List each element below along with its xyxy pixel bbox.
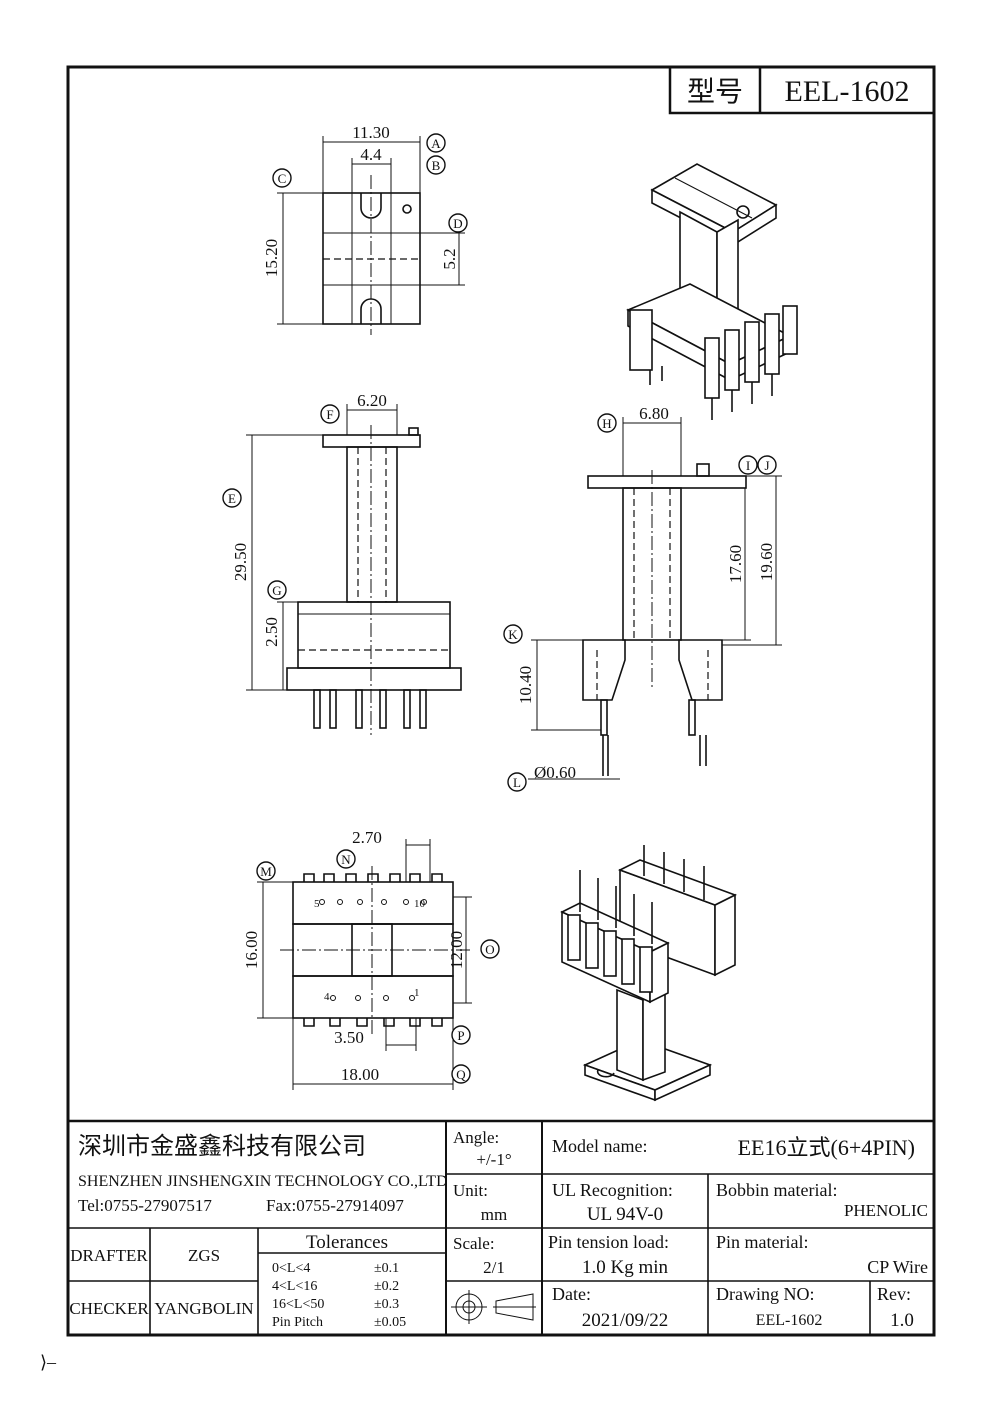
dim-bottom-width: 18.00 xyxy=(341,1065,379,1084)
pin-label-5: 5 xyxy=(314,898,320,910)
tolerance-value-3: ±0.3 xyxy=(374,1297,399,1312)
rev-value: 1.0 xyxy=(890,1310,914,1331)
tolerances-title: Tolerances xyxy=(306,1232,388,1253)
dim-bottom-pitch: 2.70 xyxy=(352,828,382,847)
callout-a: A xyxy=(431,136,441,151)
callout-i: I xyxy=(746,458,750,473)
callout-o: O xyxy=(485,942,494,957)
projection-symbol-icon xyxy=(451,1290,536,1324)
scale-value: 2/1 xyxy=(483,1258,505,1277)
tolerance-range-1: 0<L<4 xyxy=(272,1261,310,1276)
pin-material-value: CP Wire xyxy=(867,1257,928,1277)
callout-k: K xyxy=(508,627,518,642)
dim-top-height: 15.20 xyxy=(262,239,281,277)
ul-value: UL 94V-0 xyxy=(587,1204,663,1225)
tolerance-range-2: 4<L<16 xyxy=(272,1279,317,1294)
callout-f: F xyxy=(326,407,333,422)
dim-bottom-window: 12.00 xyxy=(447,931,466,969)
dim-bottom-height: 16.00 xyxy=(242,931,261,969)
callout-e: E xyxy=(228,491,236,506)
callout-bubbles: A B C D E F G H I J K L M N O P Q xyxy=(222,133,777,1084)
model-label: Model name: xyxy=(552,1136,647,1156)
side-pins xyxy=(313,689,427,729)
callout-b: B xyxy=(432,158,441,173)
dim-front-pins: 10.40 xyxy=(516,666,535,704)
front-view: 6.80 17.60 19.60 10.40 Ø0.60 xyxy=(516,404,782,782)
drawing-no-value: EEL-1602 xyxy=(756,1312,823,1329)
pin-label-10: 10 xyxy=(414,898,426,910)
sheet-border xyxy=(66,65,936,1337)
tension-value: 1.0 Kg min xyxy=(582,1257,669,1278)
bottom-pin-holes xyxy=(319,899,427,1001)
callout-p: P xyxy=(457,1028,464,1043)
model-box: 型号 EEL-1602 xyxy=(668,65,936,115)
callout-m: M xyxy=(260,864,272,879)
unit-label: Unit: xyxy=(453,1181,488,1200)
tolerance-range-4: Pin Pitch xyxy=(272,1315,323,1330)
callout-h: H xyxy=(602,416,611,431)
callout-c: C xyxy=(278,171,287,186)
scale-label: Scale: xyxy=(453,1234,495,1253)
callout-g: G xyxy=(272,583,281,598)
dim-top-width: 11.30 xyxy=(352,123,390,142)
unit-value: mm xyxy=(481,1205,507,1224)
top-view: 11.30 4.4 15.20 5.2 xyxy=(262,123,465,335)
tolerance-value-4: ±0.05 xyxy=(374,1315,406,1330)
dim-pin-diameter: Ø0.60 xyxy=(534,763,576,782)
checker-label: CHECKER xyxy=(69,1299,149,1318)
dim-top-offset: 5.2 xyxy=(440,248,459,269)
dim-side-base: 2.50 xyxy=(262,617,281,647)
bottom-view: 5 10 4 1 2.70 16.00 12.00 3.50 18.00 xyxy=(242,828,472,1090)
model-box-value: EEL-1602 xyxy=(785,75,910,108)
tension-label: Pin tension load: xyxy=(548,1232,669,1252)
tolerance-value-1: ±0.1 xyxy=(374,1261,399,1276)
iso-view-bottom xyxy=(560,845,738,1102)
pin-label-4: 4 xyxy=(324,991,330,1003)
drawing-no-label: Drawing NO: xyxy=(716,1284,814,1304)
angle-value: +/-1° xyxy=(476,1150,511,1169)
pin-label-1: 1 xyxy=(414,987,420,999)
tolerance-value-2: ±0.2 xyxy=(374,1279,399,1294)
company-name-cn: 深圳市金盛鑫科技有限公司 xyxy=(78,1132,366,1160)
company-name-en: SHENZHEN JINSHENGXIN TECHNOLOGY CO.,LTD xyxy=(78,1173,448,1190)
dim-top-slot: 4.4 xyxy=(360,145,382,164)
rev-label: Rev: xyxy=(877,1284,911,1304)
iso-view-top xyxy=(626,163,798,420)
callout-j: J xyxy=(764,458,769,473)
angle-label: Angle: xyxy=(453,1128,499,1147)
callout-l: L xyxy=(513,775,521,790)
checker-value: YANGBOLIN xyxy=(154,1299,253,1318)
ul-label: UL Recognition: xyxy=(552,1180,673,1200)
company-fax: Fax:0755-27914097 xyxy=(266,1196,404,1215)
model-value: EE16立式(6+4PIN) xyxy=(738,1135,915,1160)
company-tel: Tel:0755-27907517 xyxy=(78,1196,212,1215)
dim-side-total: 29.50 xyxy=(231,543,250,581)
side-view: 6.20 29.50 2.50 xyxy=(231,391,462,735)
callout-n: N xyxy=(341,852,351,867)
dim-front-core: 6.80 xyxy=(639,404,669,423)
tolerance-range-3: 16<L<50 xyxy=(272,1297,324,1312)
dim-front-inner: 17.60 xyxy=(726,545,745,583)
callout-q: Q xyxy=(456,1067,466,1082)
drafter-value: ZGS xyxy=(188,1246,220,1265)
footer-mark: ⟩– xyxy=(40,1352,57,1372)
title-block: 深圳市金盛鑫科技有限公司 SHENZHEN JINSHENGXIN TECHNO… xyxy=(68,1119,934,1335)
dim-bottom-row: 3.50 xyxy=(334,1028,364,1047)
dim-front-outer: 19.60 xyxy=(757,543,776,581)
callout-d: D xyxy=(453,216,462,231)
model-box-label: 型号 xyxy=(687,75,743,108)
pin-material-label: Pin material: xyxy=(716,1232,808,1252)
date-label: Date: xyxy=(552,1284,591,1304)
drafter-label: DRAFTER xyxy=(70,1246,148,1265)
bobbin-label: Bobbin material: xyxy=(716,1180,837,1200)
bobbin-value: PHENOLIC xyxy=(844,1201,928,1220)
date-value: 2021/09/22 xyxy=(582,1310,669,1331)
dim-side-flange: 6.20 xyxy=(357,391,387,410)
